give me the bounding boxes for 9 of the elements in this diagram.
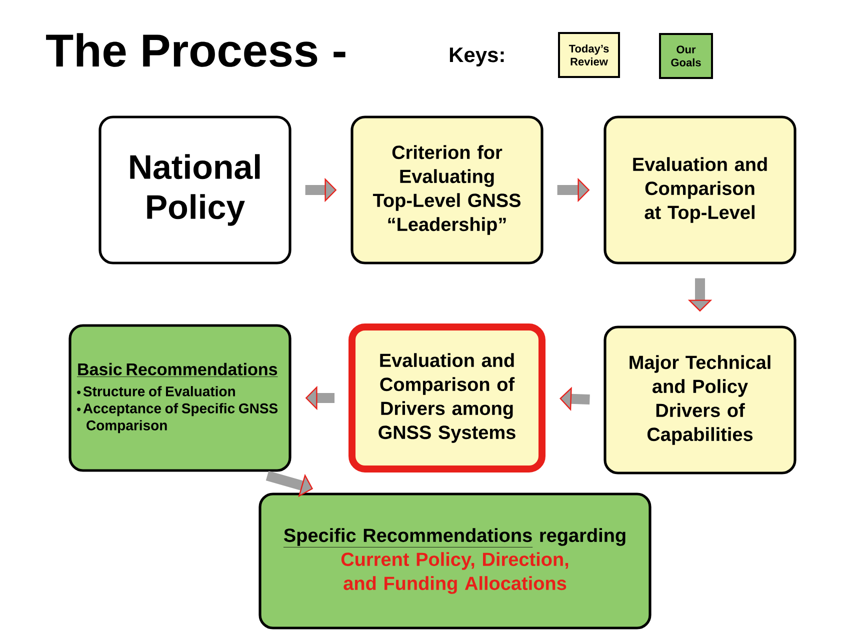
process-box: Criterion for Evaluating Top-Level GNSS “Leadership” <box>350 116 544 264</box>
goal-box: Specific Recommendations regarding Current Policy, Direction, and Funding Allocations <box>258 492 652 630</box>
keys-label: Keys: <box>450 48 504 66</box>
process-box: Evaluation and Comparison at Top-Level <box>604 116 796 264</box>
goal-box: Basic Recommendations Structure of Evaluation Acceptance of Specific GNSS Comparison <box>68 324 292 472</box>
highlighted-process-box: Evaluation and Comparison of Drivers among GNSS Systems <box>348 324 546 472</box>
start-box: National Policy <box>98 116 292 264</box>
title: The Process - <box>46 33 346 67</box>
process-box: Major Technical and Policy Drivers of Capabilities <box>604 326 796 474</box>
